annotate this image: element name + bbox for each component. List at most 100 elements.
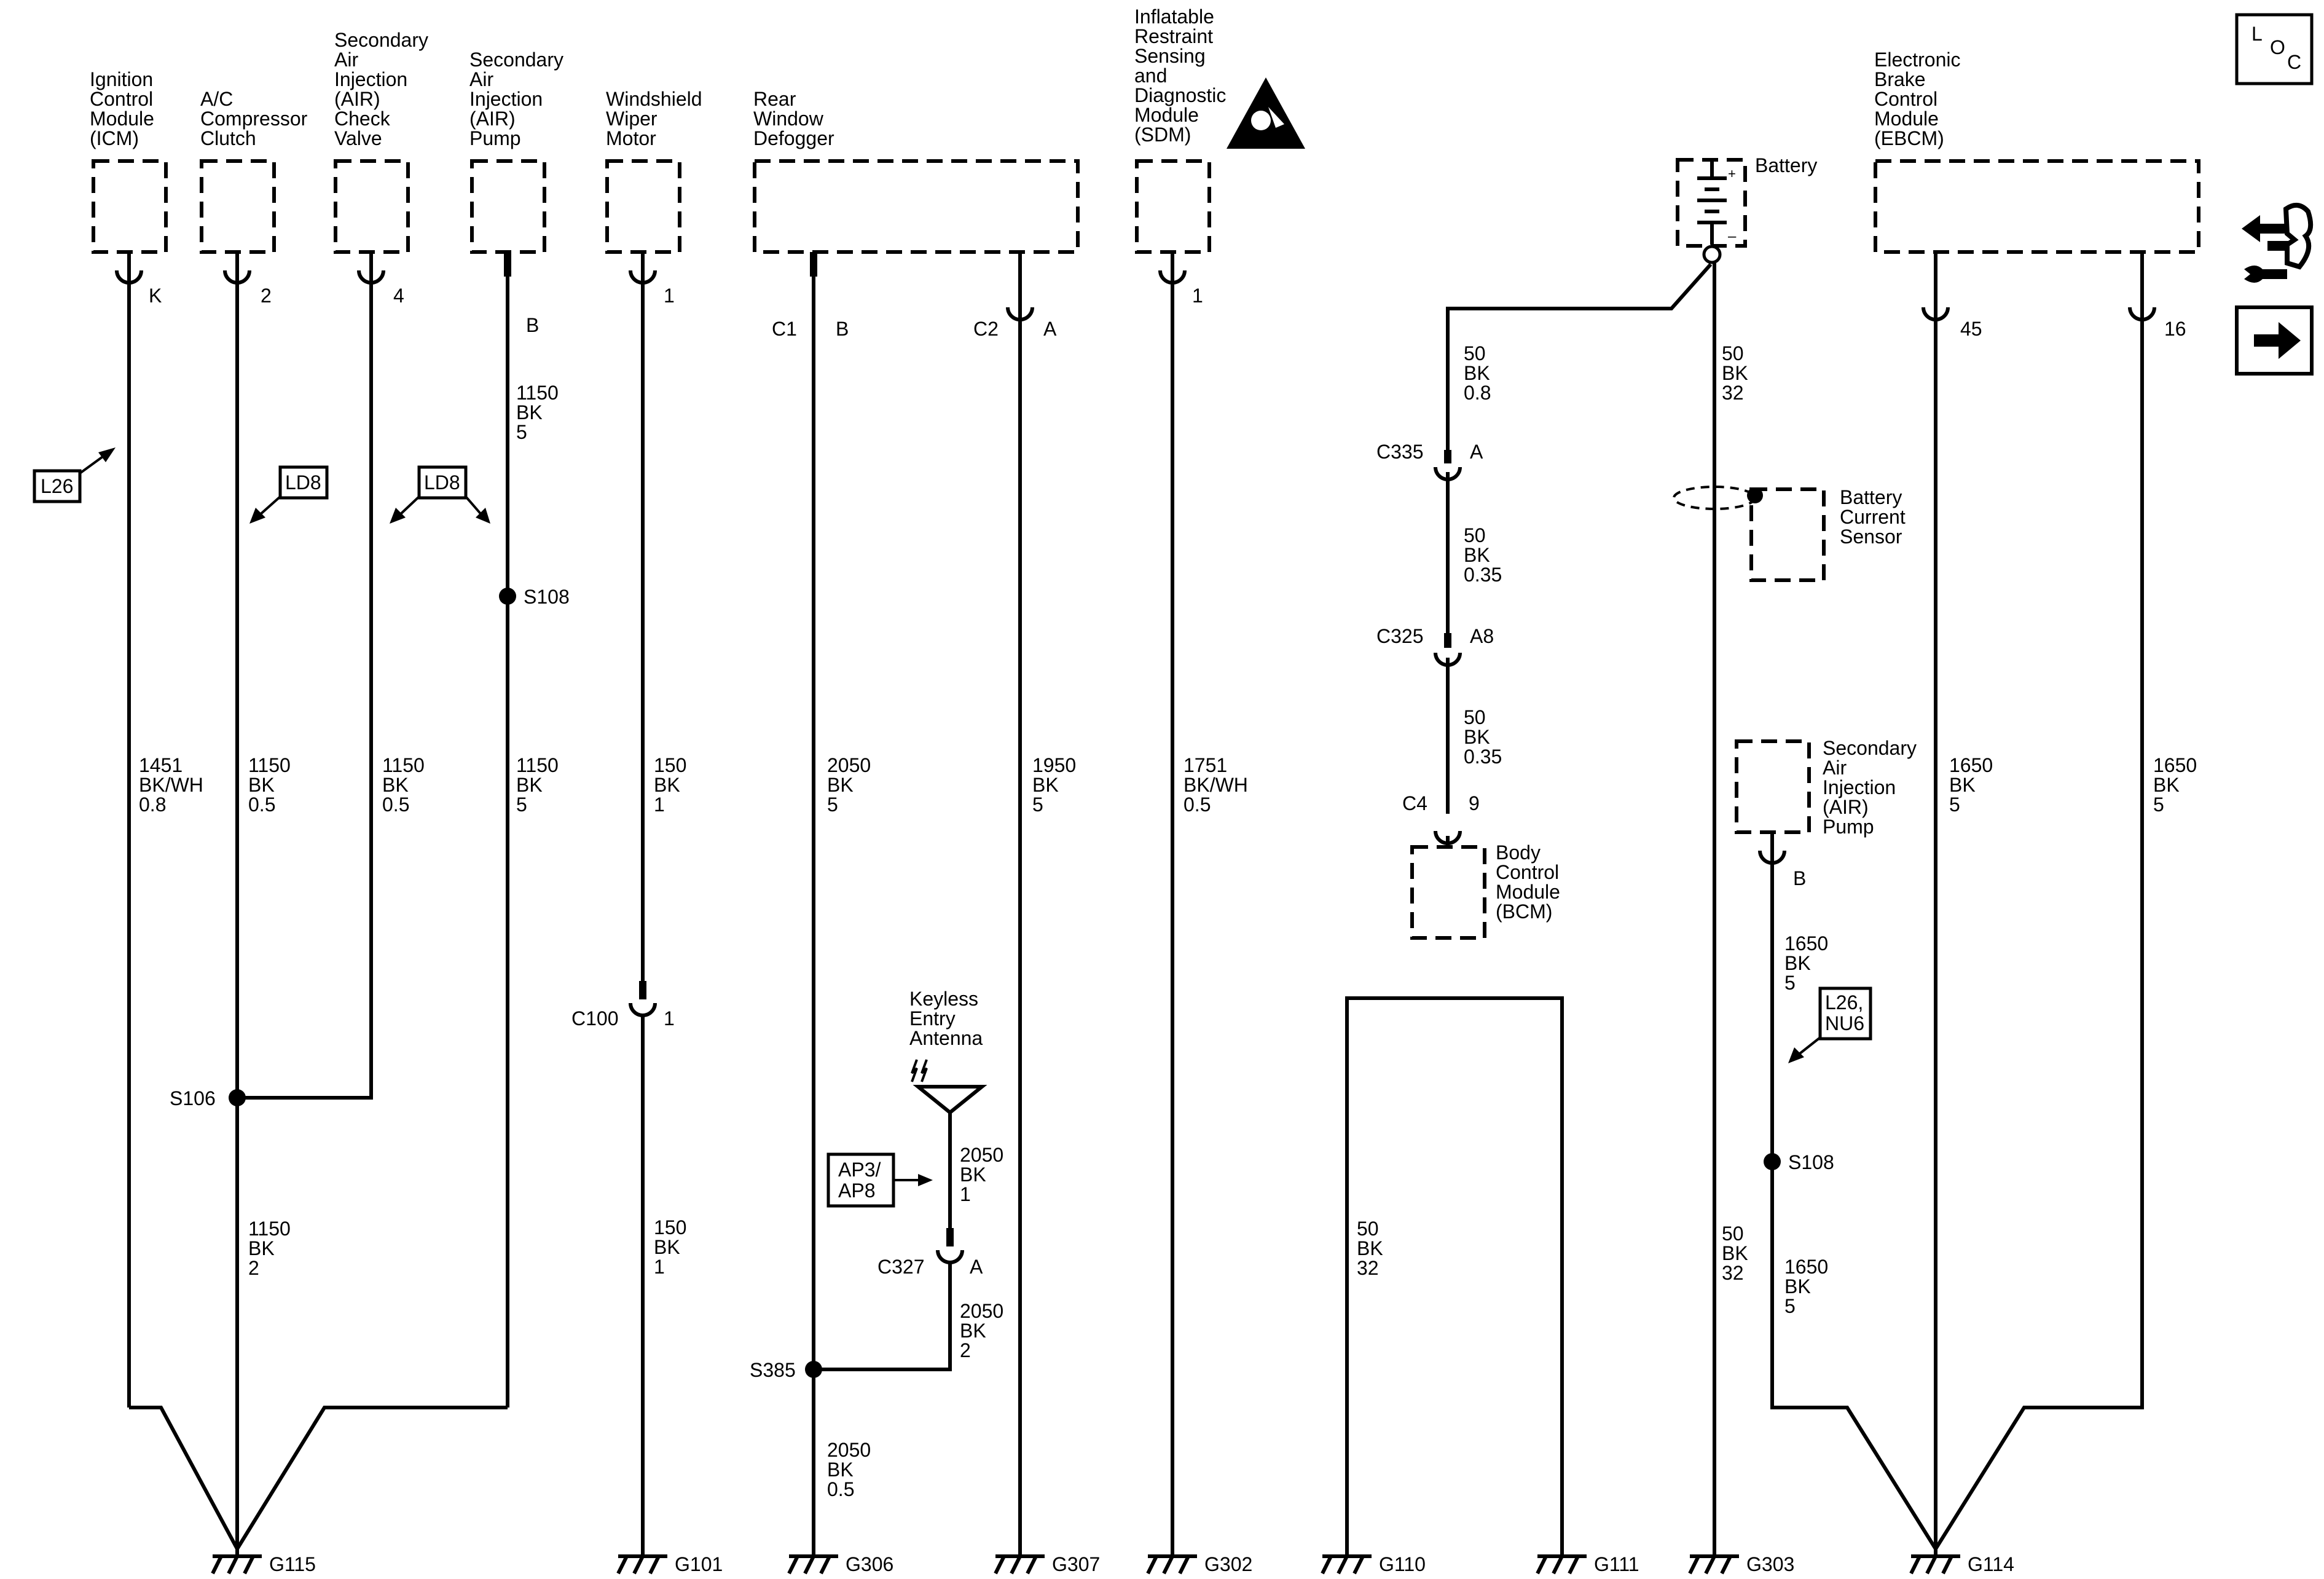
splice-label-s108-2: S108 bbox=[1788, 1151, 1834, 1173]
svg-text:5: 5 bbox=[1784, 1295, 1796, 1317]
svg-text:1: 1 bbox=[1192, 285, 1203, 307]
ground-label-g306: G306 bbox=[846, 1553, 893, 1575]
svg-text:Sensing: Sensing bbox=[1134, 45, 1206, 67]
svg-text:2050: 2050 bbox=[827, 1439, 871, 1461]
svg-text:BK: BK bbox=[1722, 362, 1748, 384]
svg-text:BK: BK bbox=[1464, 362, 1490, 384]
svg-text:(ICM): (ICM) bbox=[90, 127, 139, 149]
svg-text:BK: BK bbox=[1464, 544, 1490, 566]
svg-text:Check: Check bbox=[334, 108, 391, 130]
svg-text:32: 32 bbox=[1357, 1257, 1379, 1279]
ground-label-g111: G111 bbox=[1594, 1553, 1639, 1575]
svg-text:Entry: Entry bbox=[909, 1007, 956, 1030]
svg-text:C1: C1 bbox=[772, 318, 797, 340]
svg-text:Control: Control bbox=[90, 88, 153, 110]
component-box-ebcm bbox=[1874, 159, 2200, 254]
svg-text:BK: BK bbox=[960, 1164, 986, 1186]
ground-label-g115: G115 bbox=[269, 1553, 316, 1575]
svg-text:Air: Air bbox=[334, 49, 358, 71]
loc-button[interactable]: L O C bbox=[2235, 13, 2314, 85]
ground-g115-icon bbox=[211, 1554, 262, 1575]
svg-text:1: 1 bbox=[654, 793, 665, 816]
svg-text:Compressor: Compressor bbox=[200, 108, 308, 130]
svg-text:B: B bbox=[1793, 867, 1806, 889]
svg-text:K: K bbox=[149, 285, 162, 307]
svg-text:Restraint: Restraint bbox=[1134, 25, 1213, 47]
component-box-bcm bbox=[1410, 845, 1486, 940]
svg-text:Diagnostic: Diagnostic bbox=[1134, 84, 1226, 106]
svg-text:BK: BK bbox=[827, 774, 854, 796]
svg-text:1: 1 bbox=[664, 285, 675, 307]
svg-text:Module: Module bbox=[90, 108, 154, 130]
component-label-battery: Battery bbox=[1755, 154, 1817, 176]
splice-label-s108: S108 bbox=[524, 586, 570, 608]
svg-text:0.5: 0.5 bbox=[827, 1478, 854, 1500]
option-callout-ld8-air: LD8 bbox=[390, 465, 490, 524]
svg-text:0.5: 0.5 bbox=[382, 793, 409, 816]
pin-male-air-pump bbox=[504, 252, 511, 277]
svg-text:2: 2 bbox=[248, 1257, 259, 1279]
svg-text:45: 45 bbox=[1960, 318, 1982, 340]
svg-text:Body: Body bbox=[1496, 841, 1541, 864]
battery-icon: + – bbox=[1676, 158, 1747, 264]
component-box-wiper-motor bbox=[605, 159, 681, 254]
svg-text:Battery: Battery bbox=[1755, 154, 1817, 176]
svg-text:Window: Window bbox=[753, 108, 824, 130]
ground-g303-icon bbox=[1688, 1554, 1739, 1575]
component-label-keyless-antenna: Keyless Entry Antenna bbox=[909, 988, 983, 1049]
current-sensor-loop bbox=[1673, 486, 1763, 510]
component-label-sdm: Inflatable Restraint Sensing and Diagnos… bbox=[1134, 6, 1226, 146]
svg-text:Air: Air bbox=[1823, 757, 1847, 779]
svg-text:1150: 1150 bbox=[248, 754, 291, 776]
option-callout-l26-nu6: L26, NU6 bbox=[1788, 986, 1872, 1063]
connector-label-c327: C327 bbox=[877, 1256, 925, 1278]
svg-text:50: 50 bbox=[1464, 342, 1486, 364]
svg-text:Module: Module bbox=[1134, 104, 1199, 126]
connector-label-c100: C100 bbox=[571, 1007, 619, 1030]
svg-text:5: 5 bbox=[1784, 972, 1796, 994]
svg-text:(EBCM): (EBCM) bbox=[1874, 127, 1944, 149]
ground-g306-icon bbox=[787, 1554, 838, 1575]
component-box-air-pump-2 bbox=[1735, 739, 1811, 834]
svg-text:B: B bbox=[836, 318, 849, 340]
svg-text:1751: 1751 bbox=[1184, 754, 1227, 776]
wires bbox=[127, 263, 2144, 1550]
svg-text:0.5: 0.5 bbox=[248, 793, 275, 816]
component-box-icm bbox=[92, 159, 168, 254]
svg-text:1451: 1451 bbox=[139, 754, 183, 776]
component-label-icm: Ignition Control Module (ICM) bbox=[90, 68, 154, 149]
svg-text:–: – bbox=[1728, 228, 1737, 245]
option-callout-ap3-ap8: AP3/ AP8 bbox=[826, 1152, 933, 1208]
connector-end-view-icon[interactable] bbox=[2242, 203, 2314, 283]
ground-g302-icon bbox=[1146, 1554, 1197, 1575]
component-box-rear-defogger bbox=[753, 159, 1080, 254]
svg-text:BK: BK bbox=[1464, 726, 1490, 748]
svg-text:50: 50 bbox=[1722, 1223, 1744, 1245]
splice-s108 bbox=[499, 588, 516, 605]
svg-text:2: 2 bbox=[960, 1339, 971, 1361]
svg-text:2050: 2050 bbox=[960, 1300, 1003, 1322]
svg-text:32: 32 bbox=[1722, 1262, 1744, 1284]
svg-text:Clutch: Clutch bbox=[200, 127, 256, 149]
svg-text:BK: BK bbox=[248, 1237, 275, 1259]
option-callout-ld8-ac: LD8 bbox=[249, 465, 329, 524]
svg-text:32: 32 bbox=[1722, 382, 1744, 404]
connector-pin-c100: 1 bbox=[664, 1007, 675, 1030]
svg-text:BK: BK bbox=[2153, 774, 2180, 796]
next-page-button[interactable] bbox=[2235, 305, 2314, 376]
svg-text:(SDM): (SDM) bbox=[1134, 124, 1191, 146]
svg-text:(AIR): (AIR) bbox=[469, 108, 516, 130]
svg-text:Motor: Motor bbox=[606, 127, 656, 149]
inline-connector-c325 bbox=[1434, 633, 1462, 667]
component-box-sdm bbox=[1135, 159, 1211, 254]
svg-text:Keyless: Keyless bbox=[909, 988, 978, 1010]
